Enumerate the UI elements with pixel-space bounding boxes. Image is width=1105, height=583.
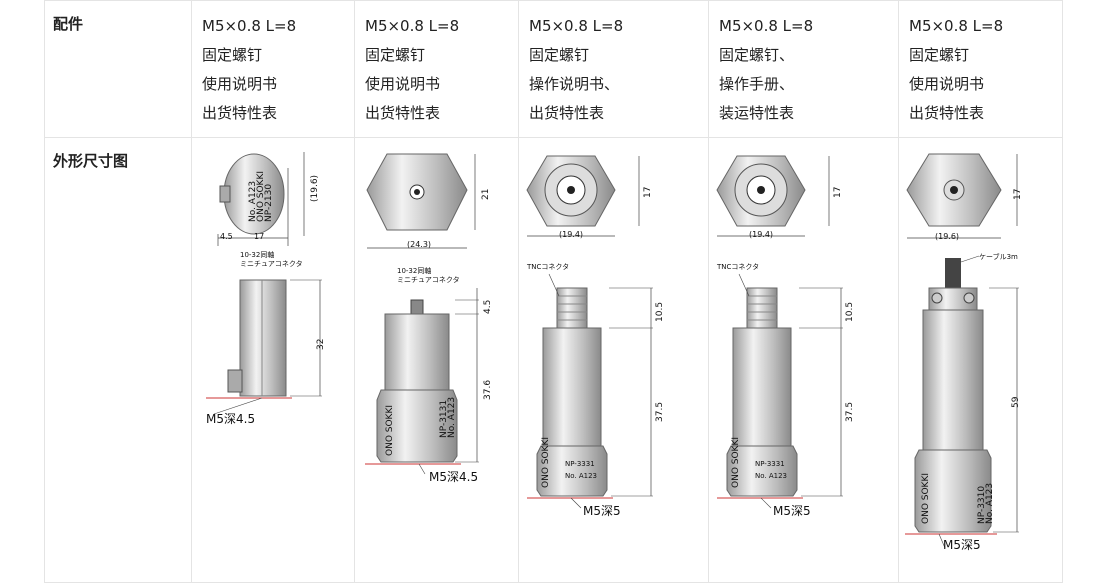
dim-label: 17 [1013, 188, 1023, 200]
dim-label: 37.6 [483, 379, 493, 400]
accessory-line: 使用说明书 [909, 75, 985, 93]
accessory-line: 出货特性表 [529, 104, 605, 122]
dim-label: (19.4) [749, 230, 774, 239]
engraving: ONO SOKKI [921, 472, 931, 524]
accessories-header: 配件 [44, 0, 192, 138]
dim-label: 17 [254, 232, 265, 241]
dim-label: 37.5 [845, 401, 855, 422]
accessory-line: 装运特性表 [719, 104, 795, 122]
dimensions-row: 外形尺寸图 [44, 137, 1063, 583]
accessory-line: 出货特性表 [202, 104, 278, 122]
engraving: ONO SOKKI [541, 436, 551, 488]
accessories-cell: M5×0.8 L=8 固定螺钉、 操作手册、 装运特性表 [708, 0, 899, 138]
accessory-line: M5×0.8 L=8 [202, 17, 297, 35]
engraving: No. A123 [755, 472, 787, 480]
dim-label: 10.5 [655, 301, 665, 322]
dimension-drawing-5: 17 (19.6) ケーブル3m 59 M5深5 ONO SOKKI NP-33… [899, 138, 1062, 570]
cable-label: ケーブル3m [979, 253, 1018, 261]
accessory-line: M5×0.8 L=8 [529, 17, 624, 35]
thread-label: M5深5 [773, 504, 811, 518]
accessory-line: 固定螺钉 [529, 46, 590, 64]
thread-label: M5深4.5 [429, 470, 479, 484]
dimension-figure-cell: 17 (19.4) TNCコネクタ 10.5 37.5 M5深5 ONO SOK… [708, 137, 899, 583]
connector-label: TNCコネクタ [717, 263, 760, 271]
accessory-line: 出货特性表 [909, 104, 985, 122]
dimension-figure-cell: 21 (24.3) 10-32同軸 ミニチュアコネクタ 4.5 37.6 M5深… [354, 137, 519, 583]
dim-label: (19.6) [935, 232, 960, 241]
spec-table: 配件 M5×0.8 L=8 固定螺钉 使用说明书 出货特性表 M5×0.8 L=… [44, 0, 1063, 583]
engraving: ONO SOKKI [385, 404, 395, 456]
dimension-drawing-1: 4.5 17 (19.6) 10-32同軸 ミニチュアコネクタ 32 M5深4.… [192, 138, 354, 570]
engraving: No. A123 [985, 482, 995, 524]
connector-label: 10-32同軸 [240, 251, 275, 259]
accessory-line: 固定螺钉、 [719, 46, 795, 64]
dimension-drawing-4: 17 (19.4) TNCコネクタ 10.5 37.5 M5深5 ONO SOK… [709, 138, 898, 570]
dimension-drawing-3: 17 (19.4) TNCコネクタ 10.5 37.5 M5深5 ONO SOK… [519, 138, 708, 570]
dim-label: (19.4) [559, 230, 584, 239]
dim-label: (24.3) [407, 240, 432, 249]
connector-label: TNCコネクタ [527, 263, 570, 271]
engraving: NP-3331 [565, 460, 595, 468]
engraving: NP-3331 [755, 460, 785, 468]
accessory-line: 使用说明书 [202, 75, 278, 93]
dim-label: (19.6) [310, 174, 320, 202]
engraving: ONO SOKKI [731, 436, 741, 488]
accessory-line: 使用说明书 [365, 75, 441, 93]
accessory-line: 固定螺钉 [365, 46, 426, 64]
accessory-line: M5×0.8 L=8 [365, 17, 460, 35]
dim-label: 59 [1011, 396, 1021, 408]
dimension-figure-cell: 17 (19.6) ケーブル3m 59 M5深5 ONO SOKKI NP-33… [898, 137, 1063, 583]
accessory-line: M5×0.8 L=8 [719, 17, 814, 35]
dimension-figure-cell: 17 (19.4) TNCコネクタ 10.5 37.5 M5深5 ONO SOK… [518, 137, 709, 583]
sensor-drawing-svg [206, 152, 322, 415]
sensor-drawing-svg [365, 153, 479, 475]
thread-label: M5深5 [583, 504, 621, 518]
accessories-cell: M5×0.8 L=8 固定螺钉 使用说明书 出货特性表 [354, 0, 519, 138]
connector-label: 10-32同軸 [397, 267, 432, 275]
engraving: No. A123 [248, 180, 258, 222]
accessory-line: 操作说明书、 [529, 75, 620, 93]
dimensions-header: 外形尺寸图 [44, 137, 192, 583]
thread-label: M5深5 [943, 538, 981, 552]
dim-label: 21 [481, 188, 491, 200]
dim-label: 4.5 [483, 299, 493, 314]
engraving: No. A123 [447, 396, 457, 438]
accessories-cell: M5×0.8 L=8 固定螺钉 使用说明书 出货特性表 [191, 0, 355, 138]
accessory-line: M5×0.8 L=8 [909, 17, 1004, 35]
connector-label-2: ミニチュアコネクタ [397, 276, 460, 284]
accessory-line: 固定螺钉 [202, 46, 263, 64]
sensor-drawing-svg [905, 153, 1019, 549]
dim-label: 17 [833, 186, 843, 198]
spec-table-container: 配件 M5×0.8 L=8 固定螺钉 使用说明书 出货特性表 M5×0.8 L=… [44, 0, 1063, 583]
dim-label: 17 [643, 186, 653, 198]
sensor-drawing-svg [526, 155, 653, 509]
dimension-drawing-2: 21 (24.3) 10-32同軸 ミニチュアコネクタ 4.5 37.6 M5深… [355, 138, 518, 570]
sensor-drawing-svg [716, 155, 843, 509]
accessory-line: 操作手册、 [719, 75, 795, 93]
accessory-line: 出货特性表 [365, 104, 441, 122]
accessories-cell: M5×0.8 L=8 固定螺钉 操作说明书、 出货特性表 [518, 0, 709, 138]
engraving: No. A123 [565, 472, 597, 480]
dim-label: 4.5 [220, 232, 233, 241]
thread-label: M5深4.5 [206, 412, 256, 426]
dim-label: 37.5 [655, 401, 665, 422]
accessory-line: 固定螺钉 [909, 46, 970, 64]
dim-label: 32 [316, 338, 326, 350]
accessories-row: 配件 M5×0.8 L=8 固定螺钉 使用说明书 出货特性表 M5×0.8 L=… [44, 0, 1063, 138]
accessories-cell: M5×0.8 L=8 固定螺钉 使用说明书 出货特性表 [898, 0, 1063, 138]
dim-label: 10.5 [845, 301, 855, 322]
dimension-figure-cell: 4.5 17 (19.6) 10-32同軸 ミニチュアコネクタ 32 M5深4.… [191, 137, 355, 583]
connector-label-2: ミニチュアコネクタ [240, 260, 303, 268]
